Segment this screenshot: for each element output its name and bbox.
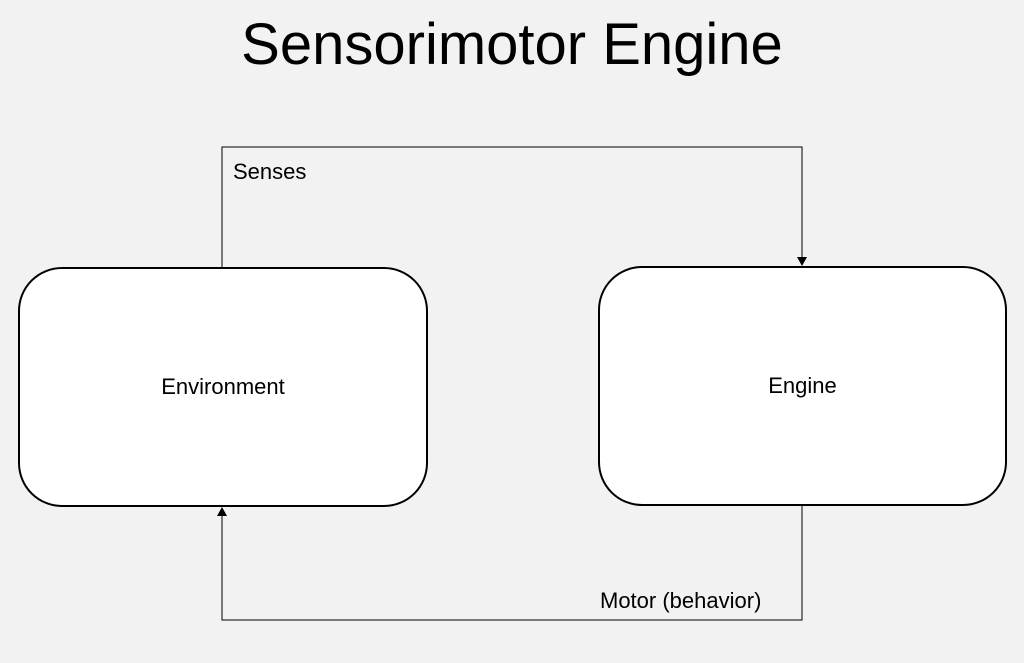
senses-label: Senses bbox=[233, 159, 307, 184]
motor-label: Motor (behavior) bbox=[600, 588, 762, 613]
diagram-title: Sensorimotor Engine bbox=[241, 12, 783, 77]
motor-arrowhead bbox=[217, 507, 227, 516]
engine-label: Engine bbox=[768, 373, 837, 398]
senses-connector bbox=[221, 146, 803, 267]
environment-node: Environment bbox=[18, 267, 428, 507]
senses-arrowhead bbox=[797, 257, 807, 266]
engine-node: Engine bbox=[598, 266, 1007, 506]
environment-label: Environment bbox=[161, 374, 285, 399]
motor-connector bbox=[221, 506, 803, 621]
